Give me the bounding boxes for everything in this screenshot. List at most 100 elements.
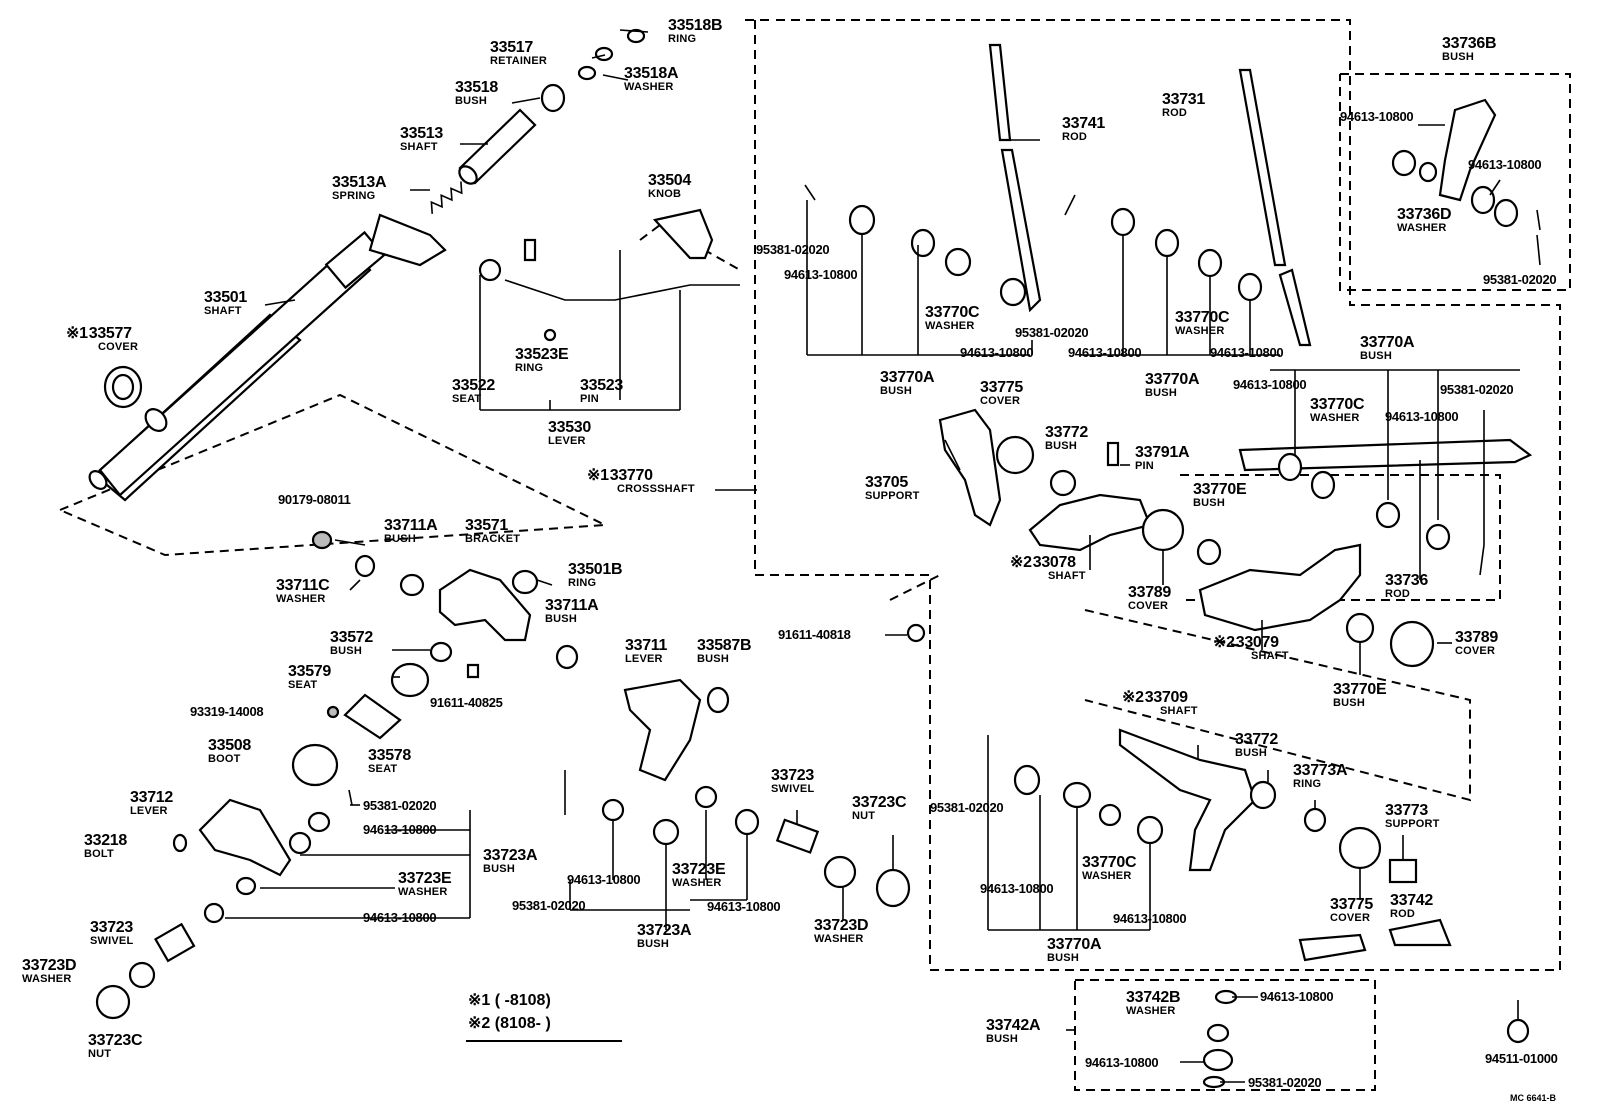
bush-33518-shape — [540, 83, 566, 113]
nut-33723C-2-shape — [875, 868, 911, 908]
retainer-33517-shape — [594, 46, 614, 62]
rod-33742-shape — [1298, 933, 1367, 962]
pin-33523-shape — [523, 238, 537, 262]
pin-33791A-shape — [1106, 441, 1120, 467]
bush-33723A-shape — [288, 831, 312, 855]
bush-33587B-shape — [706, 686, 730, 714]
label-95381-a: 95381-02020 — [363, 798, 437, 813]
note-2: ※2 (8108- ) — [468, 1015, 551, 1032]
bolt-91611-shape — [466, 663, 480, 679]
label-94613-o: 94613-10800 — [1260, 989, 1334, 1004]
label-95381-b: 95381-02020 — [512, 898, 586, 913]
seat-33522-shape — [478, 258, 502, 282]
bush-33772-shape — [1049, 469, 1077, 497]
notes-underline — [466, 1040, 622, 1042]
rod-33741-shape — [988, 43, 1012, 142]
bush-33772-2-shape — [1249, 780, 1277, 810]
label-94613-e: 94613-10800 — [784, 267, 858, 282]
label-95381-e: 95381-02020 — [1483, 272, 1557, 287]
swivel-33723-shape — [154, 922, 196, 963]
cover-33789-2-shape — [1389, 620, 1435, 668]
washer-33723D-shape — [128, 961, 156, 989]
label-94613-f: 94613-10800 — [960, 345, 1034, 360]
nut-94511-shape — [1506, 1018, 1530, 1044]
shaft-33079-shape — [1198, 543, 1362, 632]
label-94511: 94511-01000 — [1485, 1051, 1558, 1066]
label-91611-40818: 91611-40818 — [778, 627, 851, 642]
label-94613-b: 94613-10800 — [363, 910, 437, 925]
bracket-33571-shape — [438, 568, 532, 642]
cover-33775-shape — [995, 435, 1035, 475]
label-94613-c: 94613-10800 — [567, 872, 641, 887]
bush-33770E-shape — [1196, 538, 1222, 566]
shaft-33513-shape — [458, 108, 537, 185]
knob-outline — [639, 223, 741, 271]
label-94613-i: 94613-10800 — [1340, 109, 1414, 124]
bush-33711A-2-shape — [555, 644, 579, 670]
label-90179: 90179-08011 — [278, 492, 351, 507]
label-95381-f: 95381-02020 — [1440, 382, 1514, 397]
spring-33513A-shape — [430, 181, 463, 214]
nut-33723C-shape — [95, 984, 131, 1020]
crossshaft-outline-top — [754, 19, 1561, 971]
shaft-33501-shape — [88, 213, 447, 502]
label-93319: 93319-14008 — [190, 704, 264, 719]
washer-33711C-shape — [354, 554, 376, 578]
label-94613-h: 94613-10800 — [1210, 345, 1284, 360]
label-95381-h: 95381-02020 — [1248, 1075, 1322, 1090]
swivel-33723-2-shape — [775, 818, 820, 854]
knob-33504-shape — [652, 208, 714, 260]
label-94613-j: 94613-10800 — [1468, 157, 1542, 172]
washer-33723D-2-shape — [823, 855, 857, 889]
bush-33770E-2-shape — [1345, 612, 1375, 644]
ring-33523E-shape — [543, 328, 557, 342]
label-94613-m: 94613-10800 — [980, 881, 1054, 896]
label-91611-40825: 91611-40825 — [430, 695, 503, 710]
leader-lines — [225, 29, 1541, 1083]
seat-33578-shape — [343, 693, 402, 740]
label-94613-g: 94613-10800 — [1068, 345, 1142, 360]
washer-33723E-shape — [307, 811, 331, 833]
ring-33501B-shape — [511, 569, 539, 595]
shaft-33709-outline — [1084, 609, 1471, 802]
lever-33711-shape — [623, 678, 702, 782]
